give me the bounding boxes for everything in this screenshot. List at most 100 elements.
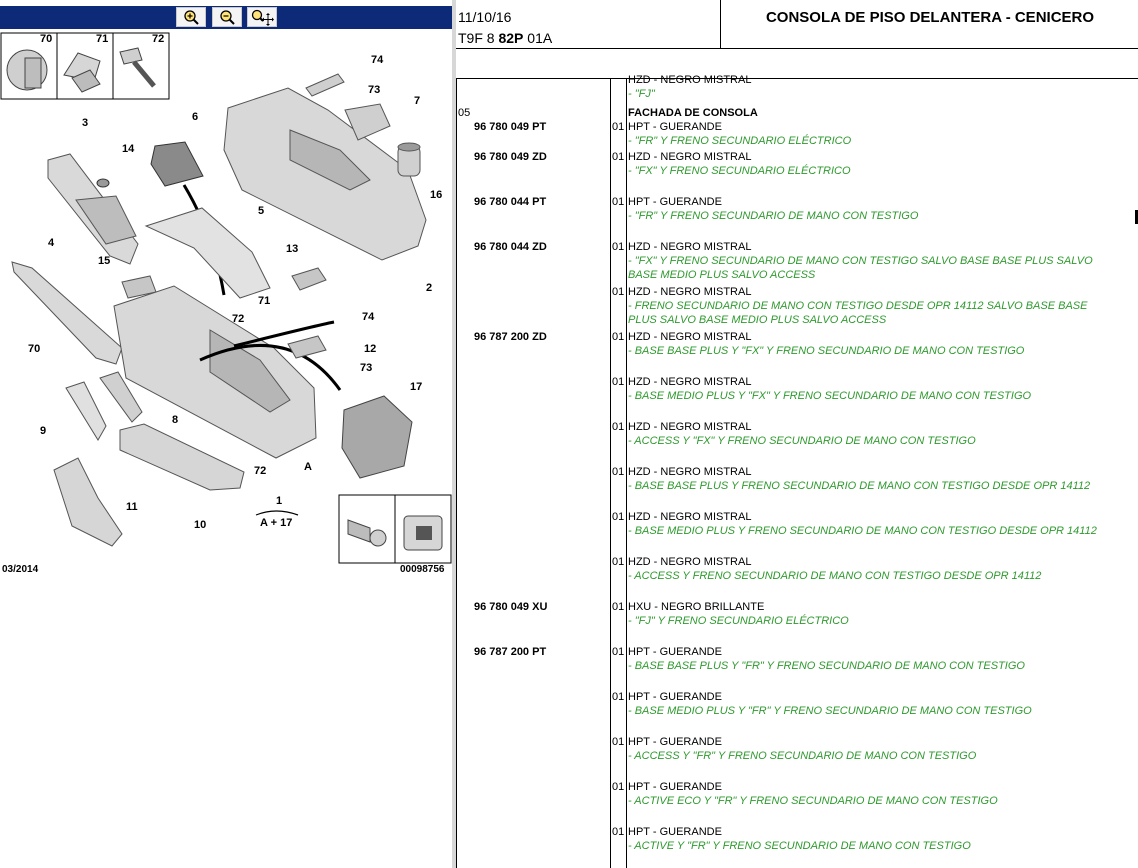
- callout: 11: [126, 501, 138, 513]
- quantity: 01: [612, 196, 625, 208]
- item-description: HZD - NEGRO MISTRAL: [628, 151, 752, 163]
- part-14-plug: [96, 178, 110, 188]
- item-description: HPT - GUERANDE: [628, 196, 722, 208]
- item-description: HZD - NEGRO MISTRAL: [628, 556, 752, 568]
- part-4-side-panel: [11, 261, 123, 365]
- item-note: - ACCESS Y "FX" Y FRENO SECUNDARIO DE MA…: [628, 435, 976, 447]
- item-note: - BASE MEDIO PLUS Y FRENO SECUNDARIO DE …: [628, 525, 1097, 537]
- console-body-upper: [223, 87, 427, 261]
- header-code: T9F 8 82P 01A: [458, 30, 553, 46]
- quantity: 01: [612, 736, 625, 748]
- group-number: 05: [458, 107, 471, 119]
- leader-line: [233, 320, 335, 348]
- diagram-date: 03/2014: [2, 564, 39, 575]
- part-9-trim: [65, 381, 107, 441]
- callout: 2: [426, 282, 432, 294]
- quantity: 01: [612, 781, 625, 793]
- callout: A: [304, 461, 312, 473]
- item-note: - BASE BASE PLUS Y "FX" Y FRENO SECUNDAR…: [628, 345, 1025, 357]
- quantity: 01: [612, 331, 625, 343]
- brace: [255, 510, 299, 516]
- item-note: - BASE BASE PLUS Y "FR" Y FRENO SECUNDAR…: [628, 660, 1025, 672]
- item-note: - ACCESS Y "FR" Y FRENO SECUNDARIO DE MA…: [628, 750, 977, 762]
- item-note: BASE MEDIO PLUS SALVO ACCESS: [628, 269, 816, 281]
- part-number: 96 787 200 ZD: [474, 331, 547, 343]
- callout: 70: [28, 343, 40, 355]
- callout: 70: [40, 33, 52, 45]
- diagram-ref: 00098756: [400, 564, 445, 575]
- callout: 72: [232, 313, 244, 325]
- zoom-in-button[interactable]: [176, 7, 206, 27]
- callout: 71: [96, 33, 108, 45]
- callout: 15: [98, 255, 110, 267]
- callout: 72: [254, 465, 266, 477]
- zoom-pan-icon: [251, 9, 274, 26]
- parts-list-pane: 11/10/16 T9F 8 82P 01A CONSOLA DE PISO D…: [456, 0, 1138, 868]
- item-description: HPT - GUERANDE: [628, 826, 722, 838]
- callout: 4: [48, 237, 55, 249]
- part-number: 96 780 049 PT: [474, 121, 547, 133]
- item-description: HZD - NEGRO MISTRAL: [628, 286, 752, 298]
- column-divider: [610, 79, 611, 868]
- callout: 8: [172, 414, 178, 426]
- pane-splitter[interactable]: [452, 0, 456, 868]
- part-10-duct: [119, 423, 245, 491]
- item-note: - ACTIVE ECO Y "FR" Y FRENO SECUNDARIO D…: [628, 795, 998, 807]
- scrollbar-thumb[interactable]: [1135, 210, 1138, 224]
- item-description: HZD - NEGRO MISTRAL: [628, 511, 752, 523]
- callout: 74: [362, 311, 375, 323]
- part-11-duct: [53, 457, 123, 547]
- zoom-in-icon: [184, 10, 199, 25]
- item-note: - ACCESS Y FRENO SECUNDARIO DE MANO CON …: [628, 570, 1042, 582]
- fastener-box-group: [0, 32, 170, 100]
- part-13-bracket: [291, 267, 327, 291]
- callout: 6: [192, 111, 198, 123]
- part-17-ashtray-housing: [341, 395, 413, 479]
- item-description: HZD - NEGRO MISTRAL: [628, 421, 752, 433]
- leader-line: [199, 343, 342, 391]
- fastener-box-group-bottom: [338, 494, 452, 564]
- quantity: 01: [612, 511, 625, 523]
- part-16-ashtray: [397, 142, 421, 177]
- quantity: 01: [612, 151, 625, 163]
- callout: 17: [410, 381, 422, 393]
- item-description: HPT - GUERANDE: [628, 691, 722, 703]
- part-7-cover: [344, 103, 391, 141]
- callout: 12: [364, 343, 376, 355]
- callout: 14: [122, 143, 135, 155]
- part-74-73-clip: [305, 73, 345, 97]
- callout: 9: [40, 425, 46, 437]
- zoom-out-button[interactable]: [212, 7, 242, 27]
- item-note: - ACTIVE Y "FR" Y FRENO SECUNDARIO DE MA…: [628, 840, 971, 852]
- diagram-pane: 70 71 72 74 73 7 3 6 14 16 5 4 13 15 2 7…: [0, 0, 452, 868]
- part-3-side-panel: [47, 153, 139, 265]
- callout: 10: [194, 519, 206, 531]
- group-title: FACHADA DE CONSOLA: [628, 107, 758, 119]
- callout: 1: [276, 495, 282, 507]
- diagram-toolbar: [0, 6, 452, 29]
- item-description: HZD - NEGRO MISTRAL: [628, 74, 752, 86]
- callout: A + 17: [260, 517, 292, 529]
- quantity: 01: [612, 601, 625, 613]
- part-8-trim: [99, 371, 143, 423]
- quantity: 01: [612, 556, 625, 568]
- part-number: 96 780 044 PT: [474, 196, 547, 208]
- quantity: 01: [612, 376, 625, 388]
- callout: 3: [82, 117, 88, 129]
- part-12-bracket: [287, 335, 327, 359]
- quantity: 01: [612, 826, 625, 838]
- item-note: - "FX" Y FRENO SECUNDARIO DE MANO CON TE…: [628, 255, 1093, 267]
- column-divider: [626, 79, 627, 868]
- item-note: - "FR" Y FRENO SECUNDARIO DE MANO CON TE…: [628, 210, 919, 222]
- item-note: PLUS SALVO BASE MEDIO PLUS SALVO ACCESS: [628, 314, 887, 326]
- item-note: - "FR" Y FRENO SECUNDARIO ELÉCTRICO: [628, 135, 852, 147]
- callout-labels: 70 71 72 74 73 7 3 6 14 16 5 4 13 15 2 7…: [28, 33, 446, 531]
- callout: 73: [368, 84, 380, 96]
- quantity: 01: [612, 646, 625, 658]
- part-number: 96 780 049 ZD: [474, 151, 547, 163]
- item-description: HPT - GUERANDE: [628, 646, 722, 658]
- item-note: - BASE MEDIO PLUS Y "FX" Y FRENO SECUNDA…: [628, 390, 1032, 402]
- callout: 16: [430, 189, 442, 201]
- item-description: HZD - NEGRO MISTRAL: [628, 466, 752, 478]
- zoom-pan-button[interactable]: [247, 7, 277, 27]
